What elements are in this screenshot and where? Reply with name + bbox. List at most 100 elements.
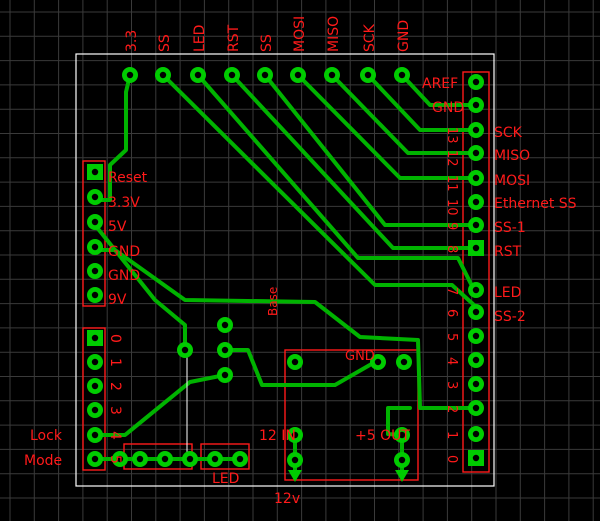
- gnd-label: GND: [345, 349, 375, 364]
- lock-label: Lock: [30, 428, 63, 444]
- top-pad-3-hole: [228, 71, 236, 79]
- top-label-5: MOSI: [292, 16, 308, 52]
- led-chain-pad-5-hole: [236, 455, 244, 463]
- digital-pad-1-hole: [91, 358, 99, 366]
- 5v-arrow-icon: [395, 470, 409, 482]
- top-label-4: SS: [259, 34, 275, 52]
- led-chain-pad-1-hole: [136, 455, 144, 463]
- right-label-9: SS-2: [494, 309, 526, 325]
- module-gnd-pad-1-hole: [291, 358, 299, 366]
- transistor-pad-2-hole: [221, 346, 229, 354]
- transistor-pad-3-hole: [221, 371, 229, 379]
- top-pad-6-hole: [328, 71, 336, 79]
- right-pad-1-hole: [472, 101, 480, 109]
- power-label-4: GND: [108, 268, 140, 284]
- pin-number-7: 6: [444, 309, 459, 317]
- pin-number-8: 5: [444, 333, 459, 341]
- trace-sck: [366, 73, 476, 132]
- top-label-8: GND: [396, 20, 412, 52]
- top-pad-0-hole: [126, 71, 134, 79]
- left-digital-header-outline: [82, 327, 106, 471]
- power-pad-0-hole: [91, 168, 99, 176]
- led-label: LED: [212, 471, 239, 487]
- pin-number-13: 0: [444, 455, 459, 463]
- digital-pad-3-hole: [91, 406, 99, 414]
- trace-lock: [93, 373, 227, 437]
- top-label-7: SCK: [362, 23, 378, 52]
- right-label-8: LED: [494, 285, 521, 301]
- digital-number-5: 5: [107, 455, 123, 464]
- pin-number-5: 8: [444, 245, 459, 253]
- top-label-6: MISO: [326, 16, 342, 52]
- led-chain-pad-2-hole: [161, 455, 169, 463]
- power-pad-5-hole: [91, 291, 99, 299]
- board-outline: [75, 53, 495, 487]
- base-label: Base: [266, 287, 280, 316]
- right-pad-12-hole: [472, 380, 480, 388]
- digital-pad-5-hole: [91, 455, 99, 463]
- power-pad-2-hole: [91, 218, 99, 226]
- right-pad-4-hole: [472, 174, 480, 182]
- digital-pad-0-hole: [91, 334, 99, 342]
- right-pad-15-hole: [472, 454, 480, 462]
- pin-number-6: 7: [444, 287, 459, 295]
- right-label-2: SCK: [494, 125, 523, 141]
- right-pad-10-hole: [472, 332, 480, 340]
- pin-number-0: 13: [444, 127, 459, 144]
- 12v-arrow-icon: [288, 470, 302, 482]
- power-label-1: 3.3V: [108, 195, 140, 211]
- 12v-label: 12v: [274, 491, 300, 507]
- pin-number-4: 9: [444, 222, 459, 230]
- right-pad-14-hole: [472, 430, 480, 438]
- pin-number-9: 4: [444, 357, 459, 365]
- module-5v-pad-hole: [398, 431, 406, 439]
- right-pad-5-hole: [472, 198, 480, 206]
- 12v-in-pad-hole: [291, 456, 299, 464]
- right-label-7: RST: [494, 244, 522, 260]
- 12-in-label: 12 IN: [259, 428, 296, 444]
- led-outline: [200, 443, 250, 470]
- power-label-5: 9V: [108, 292, 127, 308]
- power-module-outline: [284, 349, 419, 481]
- right-pad-0-hole: [472, 78, 480, 86]
- right-pad-2-hole: [472, 126, 480, 134]
- top-pad-5-hole: [294, 71, 302, 79]
- top-pad-2-hole: [194, 71, 202, 79]
- pin-number-3: 10: [444, 199, 459, 216]
- pin-number-12: 1: [444, 431, 459, 439]
- right-label-4: MOSI: [494, 173, 530, 189]
- trace-transistor: [223, 348, 377, 387]
- right-pad-13-hole: [472, 404, 480, 412]
- top-pad-8-hole: [398, 71, 406, 79]
- right-pad-3-hole: [472, 149, 480, 157]
- digital-number-3: 3: [107, 406, 123, 415]
- top-pad-7-hole: [364, 71, 372, 79]
- top-label-2: LED: [192, 25, 208, 52]
- pin-number-1: 12: [444, 150, 459, 167]
- top-pad-1-hole: [159, 71, 167, 79]
- led-chain-pad-3-hole: [186, 455, 194, 463]
- base-resistor-pad-hole: [181, 346, 189, 354]
- top-label-1: SS: [157, 34, 173, 52]
- right-label-6: SS-1: [494, 220, 526, 236]
- right-pad-9-hole: [472, 308, 480, 316]
- top-label-3: RST: [226, 24, 242, 52]
- trace-gnd: [400, 73, 476, 107]
- led-chain-pad-0-hole: [116, 455, 124, 463]
- right-pad-11-hole: [472, 356, 480, 364]
- power-label-3: GND: [108, 244, 140, 260]
- trace-ss-1: [161, 73, 476, 307]
- trace-rst: [230, 73, 476, 250]
- 5v-out-label: +5 OUT: [355, 428, 410, 444]
- digital-number-1: 1: [107, 358, 123, 367]
- right-pad-7-hole: [472, 244, 480, 252]
- transistor-pad-1-hole: [221, 321, 229, 329]
- 5v-out-pad-hole: [398, 456, 406, 464]
- digital-number-2: 2: [107, 382, 123, 391]
